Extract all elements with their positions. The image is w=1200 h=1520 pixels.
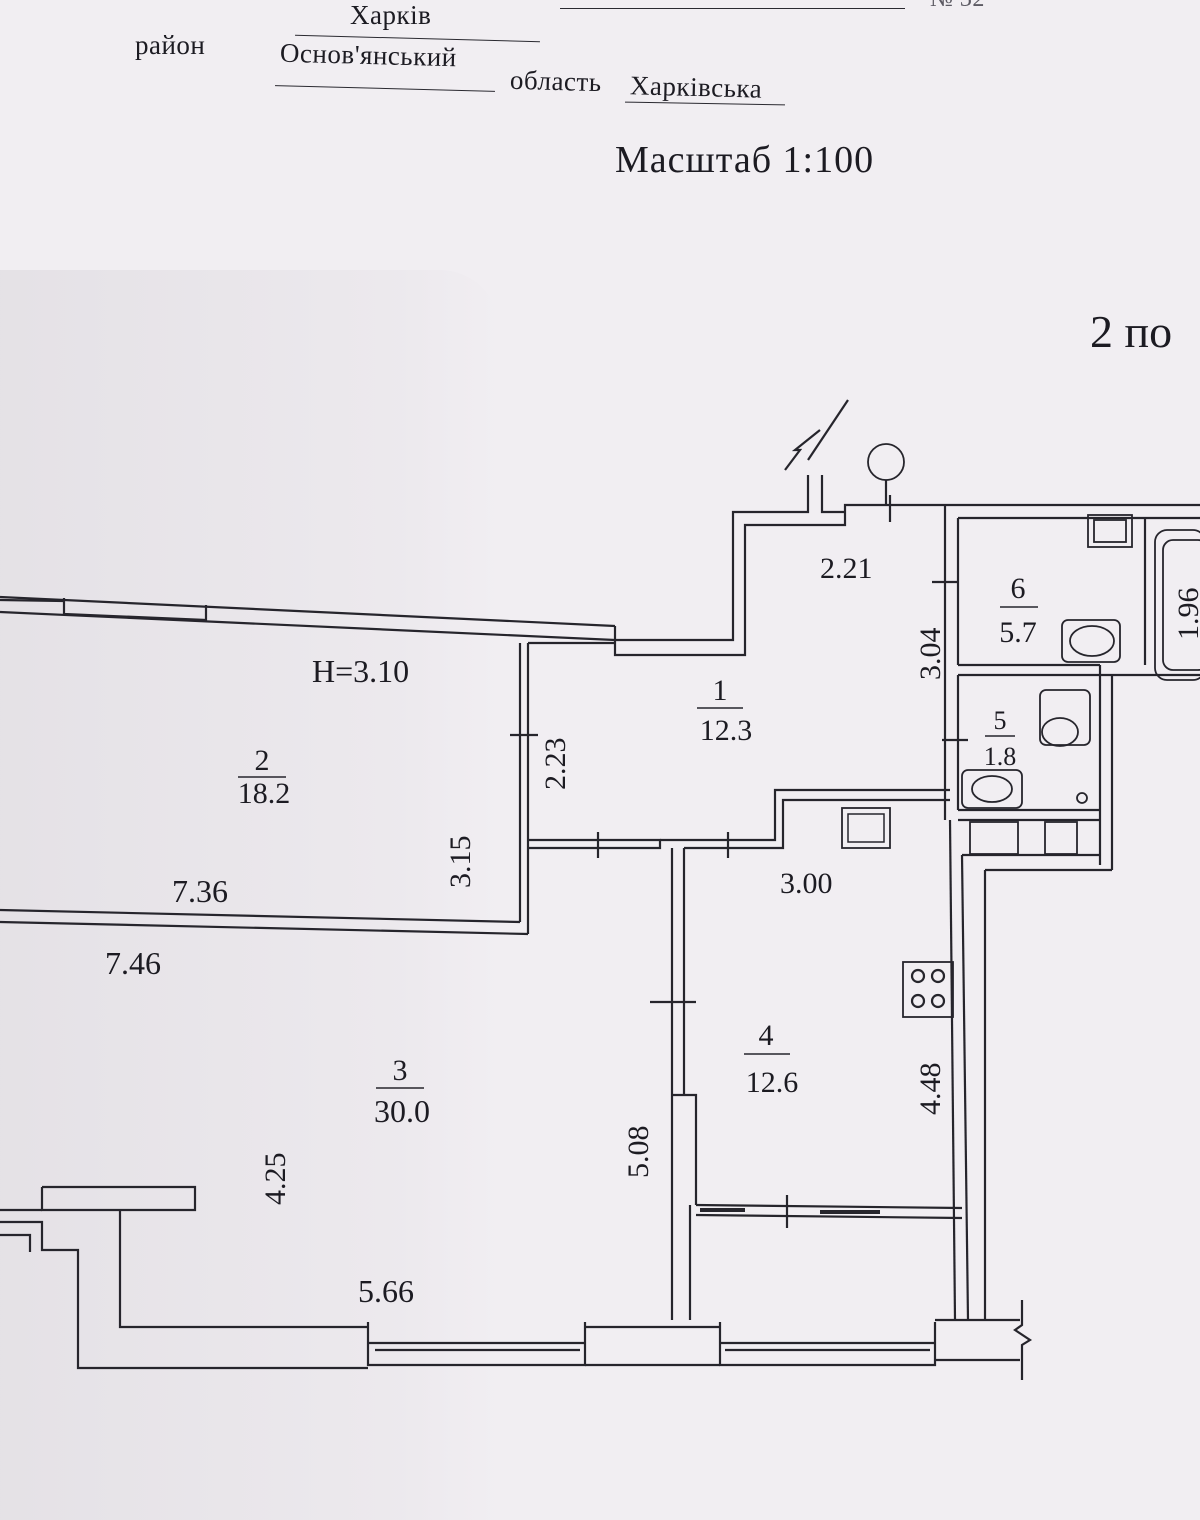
floor-label: 2 по: [1090, 306, 1173, 357]
room-3-number: 3: [393, 1054, 408, 1087]
toilet-fixture: [1039, 689, 1091, 746]
room-1-walls: [528, 475, 968, 858]
dim-5-66: 5.66: [358, 1273, 414, 1309]
city-value: Харків: [350, 0, 432, 30]
dim-2-23: 2.23: [539, 738, 572, 791]
room-2-area: 18.2: [238, 777, 291, 810]
number-label: № 32: [930, 0, 985, 13]
room-4-area: 12.6: [746, 1066, 799, 1099]
room-4-walls: [650, 807, 1112, 1321]
kitchen-sink-fixture: [841, 807, 891, 849]
bath-fixtures: [961, 514, 1200, 855]
dim-3-00: 3.00: [780, 867, 833, 900]
bottom-exterior-wall: [366, 1300, 1033, 1380]
drain-fixture: [1076, 792, 1088, 804]
wall-break-symbol: [784, 399, 849, 471]
sink-6-fixture: [1061, 619, 1121, 663]
dim-7-36: 7.36: [172, 873, 228, 909]
room-3-area: 30.0: [374, 1093, 430, 1129]
room-6-area: 5.7: [999, 616, 1037, 649]
sink-5-fixture: [961, 769, 1023, 809]
dim-3-15: 3.15: [444, 836, 477, 889]
dim-2-21: 2.21: [820, 552, 873, 585]
room-5-area: 1.8: [984, 742, 1017, 771]
room-2-walls: [0, 643, 538, 936]
dim-5-08: 5.08: [622, 1126, 655, 1179]
dim-4-48: 4.48: [914, 1063, 947, 1116]
height-label: H=3.10: [312, 653, 409, 689]
cabinet-fixture: [969, 821, 1019, 855]
scale-label: Масштаб 1:100: [615, 139, 875, 181]
dim-7-46: 7.46: [105, 945, 161, 981]
district-label: район: [135, 30, 206, 60]
washer-fixture: [1087, 514, 1133, 548]
room-1-number: 1: [713, 674, 728, 707]
top-underline: [560, 8, 905, 9]
room-6-number: 6: [1011, 572, 1026, 605]
stove-fixture: [902, 961, 954, 1018]
room-1-area: 12.3: [700, 714, 753, 747]
dim-1-96: 1.96: [1172, 588, 1200, 641]
bathtub-fixture: [1154, 529, 1200, 681]
dim-4-25: 4.25: [259, 1153, 292, 1206]
bathroom-walls: [943, 503, 1200, 870]
dim-3-04: 3.04: [914, 628, 947, 681]
photo-shadow: [0, 270, 500, 1520]
room-2-number: 2: [255, 744, 270, 777]
axis-marker-4: [867, 443, 905, 505]
room-3-walls: [0, 1185, 368, 1370]
room-5-number: 5: [994, 706, 1007, 735]
room-4-number: 4: [759, 1019, 774, 1052]
room-2-outer-wall: [0, 595, 616, 642]
